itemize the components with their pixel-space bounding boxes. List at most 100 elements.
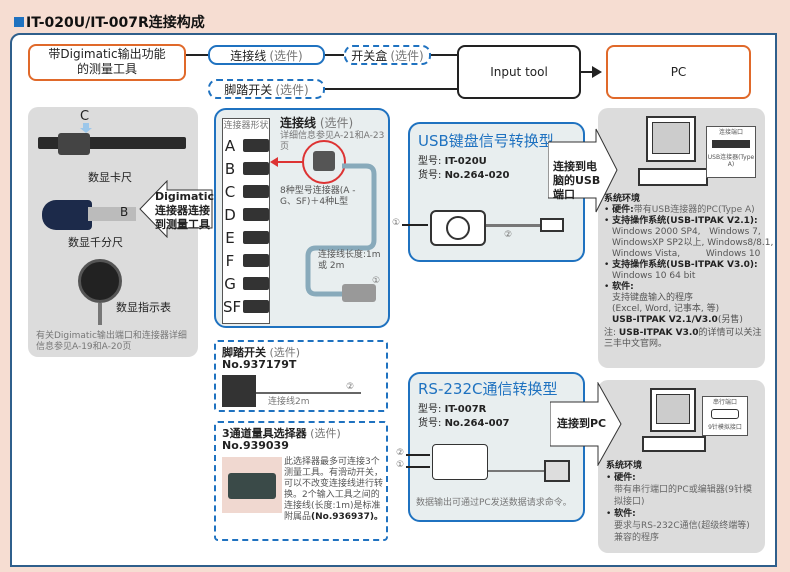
connector-shape-c: C (223, 180, 269, 203)
port-number: ① (392, 218, 401, 228)
indicator-label: 数显指示表 (116, 301, 171, 314)
sw-text: 要求与RS-232C通信(超级终端等) 兼容的程序 (614, 521, 750, 543)
rs-cable (488, 470, 544, 472)
connector-plug-icon (243, 231, 269, 244)
page-title: IT-020U/IT-007R连接构成 (14, 12, 205, 32)
connector-shape-f: F (223, 249, 269, 272)
sw-note: (另售) (717, 315, 743, 325)
connector-letter: D (224, 205, 236, 224)
os30-label: 支持操作系统(USB-ITPAK V3.0): (612, 260, 758, 270)
foot-switch-number: No.937179T (222, 358, 297, 371)
rs-part: No.264-007 (444, 418, 510, 429)
tools-panel: C 数显卡尺 B 数显千分尺 数显指示表 有关Digimatic输出端口和连接器… (28, 107, 198, 357)
sw-text: (Excel, Word, 记事本, 等) (612, 304, 720, 314)
connector-line (325, 54, 344, 56)
usb-cable (486, 224, 552, 227)
connector-letter: B (224, 159, 236, 178)
sw-label: 软件: (612, 282, 634, 292)
hw-text: 带有串行端口的PC或编辑器(9针模拟接口) (614, 485, 752, 507)
connector-letter: C (224, 182, 236, 201)
selector-image (228, 473, 276, 499)
os-line: WindowsXP SP2以上, Windows8/8.1, (612, 238, 774, 248)
connector-label: 9针模拟接口 (708, 424, 742, 431)
connector-shape-b: B (223, 157, 269, 180)
connector-line (186, 54, 208, 56)
micrometer-marker: B (120, 205, 129, 219)
usb-model: IT-020U (444, 156, 487, 167)
optional-label: (选件) (310, 427, 341, 440)
tool-box: 带Digimatic输出功能的测量工具 (28, 44, 186, 81)
connector-plug-icon (243, 185, 269, 198)
cable-option: 连接线(选件) (208, 45, 325, 65)
port-number: ② (346, 382, 355, 392)
connector-plug-icon (243, 300, 269, 313)
connector-shape-sf: SF (223, 295, 269, 318)
connector-shape-d: D (223, 203, 269, 226)
sw-label: 软件: (614, 509, 636, 519)
title-square-icon (14, 17, 24, 27)
red-arrow-line (274, 161, 304, 163)
input-tool-box: Input tool (457, 45, 581, 99)
os21-label: 支持操作系统(USB-ITPAK V2.1): (612, 216, 758, 226)
pc-body-image (638, 168, 708, 186)
input-arrow (402, 224, 428, 226)
switch-box-option: 开关盒(选件) (344, 45, 431, 65)
micrometer-image (42, 200, 92, 230)
caliper-label: 数显卡尺 (88, 171, 132, 184)
rs-desc: 数据输出可通过PC发送数据请求命令。 (416, 498, 572, 508)
foot-switch-panel: 脚踏开关 (选件) No.937179T 连接线2m ② (214, 340, 388, 412)
right-arrow-shape (550, 382, 622, 466)
cable-detail: 详细信息参见A-21和A-23页 (280, 131, 385, 152)
micrometer-label: 数显千分尺 (68, 236, 123, 249)
part-label: 货号: (418, 418, 442, 429)
sw-product: USB-ITPAK V2.1/V3.0 (612, 315, 718, 325)
env-title: 系统环境 (606, 461, 643, 471)
selector-panel: 3通道量具选择器 (选件) No.939039 此选择器最多可连接3个测量工具。… (214, 421, 388, 541)
connector-plug-icon (243, 254, 269, 267)
os-line: Windows Vista, Windows 10 (612, 249, 761, 259)
cable-length: 连接线长度:1m 或 2m (318, 250, 381, 271)
cable-image (305, 163, 377, 297)
port-number: ② (504, 230, 513, 240)
plug-image (342, 284, 376, 302)
connector-letter: E (225, 228, 235, 247)
connector-plug-icon (243, 162, 269, 175)
caliper-display (58, 133, 90, 155)
optional-label: (选件) (390, 48, 424, 63)
indicator-stem (98, 303, 102, 325)
right-arrow-shape (548, 128, 618, 213)
model-label: 型号: (418, 156, 442, 167)
note-product: USB-ITPAK V3.0 (618, 328, 699, 338)
hw-label: 硬件: (612, 205, 634, 215)
selector-desc-text: 此选择器最多可连接3个测量工具。有滑动开关，可以不改变连接线进行转换。2个输入工… (284, 457, 384, 522)
caliper-marker: C (80, 109, 90, 124)
pc-body-image (642, 436, 706, 452)
rs232c-converter-panel: RS-232C通信转换型 型号: IT-007R 货号: No.264-007 … (408, 372, 585, 522)
selector-number: No.939039 (222, 439, 289, 452)
input-arrow (406, 466, 430, 468)
rs-arrow-label: 连接到PC (557, 417, 607, 430)
note-prefix: 注: (604, 328, 617, 338)
arrow-head-icon (592, 66, 602, 78)
connector-label: USB连接器(Type A) (707, 154, 755, 168)
selector-title: 3通道量具选择器 (222, 427, 307, 440)
connector-line (581, 71, 599, 73)
foot-switch-option: 脚踏开关(选件) (208, 79, 325, 99)
rs-converter-image (432, 444, 488, 480)
cable-line (256, 392, 361, 394)
tools-note: 有关Digimatic输出端口和连接器详细信息参见A-19和A-20页 (36, 331, 187, 352)
connector-letter: G (224, 274, 236, 293)
usb-title: USB键盘信号转换型 (418, 132, 554, 150)
title-text: IT-020U/IT-007R连接构成 (26, 15, 205, 31)
connector-image (313, 151, 335, 171)
pc-box: PC (606, 45, 751, 99)
rs-title: RS-232C通信转换型 (418, 380, 558, 398)
port-number: ① (396, 460, 405, 470)
pc-monitor-image (650, 388, 696, 432)
arrow-line: 到测量工具 (155, 218, 210, 231)
down-arrow-icon (80, 123, 92, 133)
